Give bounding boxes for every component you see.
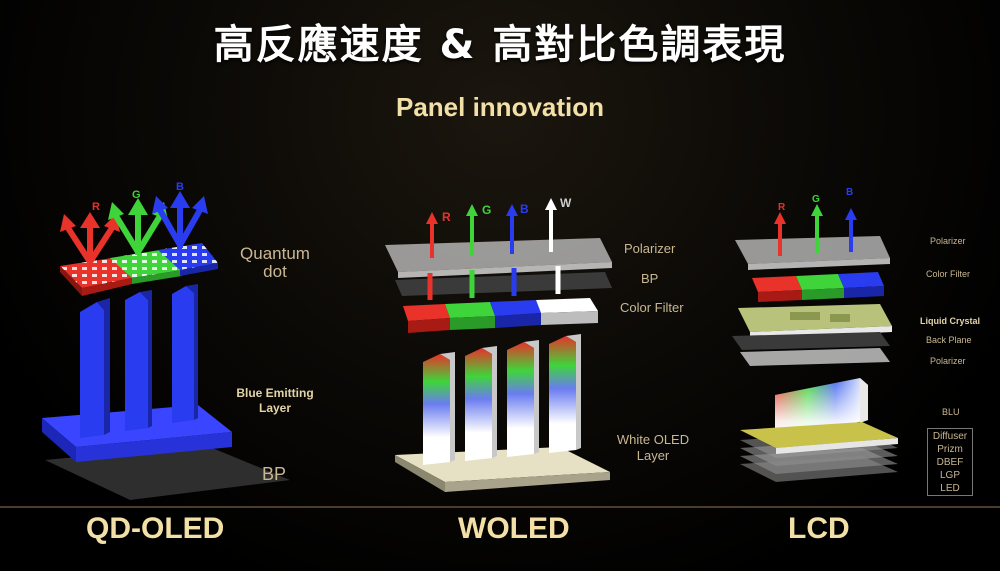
woled-label-bp: BP [641, 271, 659, 286]
slide-subtitle: Panel innovation [395, 92, 605, 122]
lcd-label-r: R [778, 202, 786, 213]
woled-label-w: W [560, 196, 572, 210]
lcd-arrows [774, 204, 857, 256]
panel-name-qdoled: QD-OLED [86, 512, 225, 545]
woled-label-g: G [482, 203, 491, 217]
lcd-label-polarizer-bottom: Polarizer [930, 356, 966, 366]
lcd-back-plane [732, 332, 890, 350]
woled-label-color-filter: Color Filter [620, 300, 684, 315]
qdoled-label-b: B [176, 181, 184, 193]
qdoled-label-quantum-dot: Quantum dot [240, 244, 310, 281]
lcd-label-b: B [846, 187, 853, 198]
woled-label-white-oled-layer: White OLED Layer [616, 432, 690, 463]
qdoled-label-r: R [92, 201, 100, 213]
qdoled-blue-arrows [152, 191, 208, 248]
lcd-label-g: G [812, 194, 820, 205]
qdoled-label-blue-emitting-layer: Blue Emitting Layer [236, 386, 314, 415]
woled-arrows [426, 198, 557, 258]
woled-diagram: R G B W [385, 196, 612, 492]
lcd-diagram: R G B [732, 187, 898, 482]
qdoled-label-g: G [132, 189, 141, 201]
lcd-color-filter [752, 272, 884, 302]
lcd-label-back-plane: Back Plane [926, 335, 972, 345]
lcd-polarizer-bottom [740, 348, 890, 366]
lcd-blu-stack [740, 422, 898, 482]
woled-white-oled-pillars [423, 334, 581, 465]
lcd-label-blu: BLU [942, 407, 960, 417]
qdoled-blue-pillars [80, 284, 198, 438]
slide-title: 高反應速度 & 高對比色調表現 [213, 22, 787, 68]
woled-color-filter [403, 298, 598, 333]
qdoled-red-arrows [60, 212, 120, 265]
lcd-label-color-filter: Color Filter [926, 269, 971, 279]
qdoled-label-bp: BP [262, 464, 287, 484]
woled-label-b: B [520, 202, 529, 216]
woled-polarizer-layer [385, 238, 612, 272]
bottom-divider [0, 506, 1000, 508]
lcd-label-liquid-crystal: Liquid Crystal [920, 316, 981, 326]
panel-name-lcd: LCD [788, 512, 850, 545]
qdoled-diagram: R G B [42, 181, 290, 500]
panel-name-woled: WOLED [458, 512, 570, 545]
lcd-blu-stack-legend: Diffuser Prizm DBEF LGP LED [927, 428, 973, 496]
woled-label-r: R [442, 210, 451, 224]
woled-label-polarizer: Polarizer [624, 241, 676, 256]
qdoled-quantum-dot-tiles [60, 243, 218, 296]
lcd-label-polarizer-top: Polarizer [930, 236, 966, 246]
